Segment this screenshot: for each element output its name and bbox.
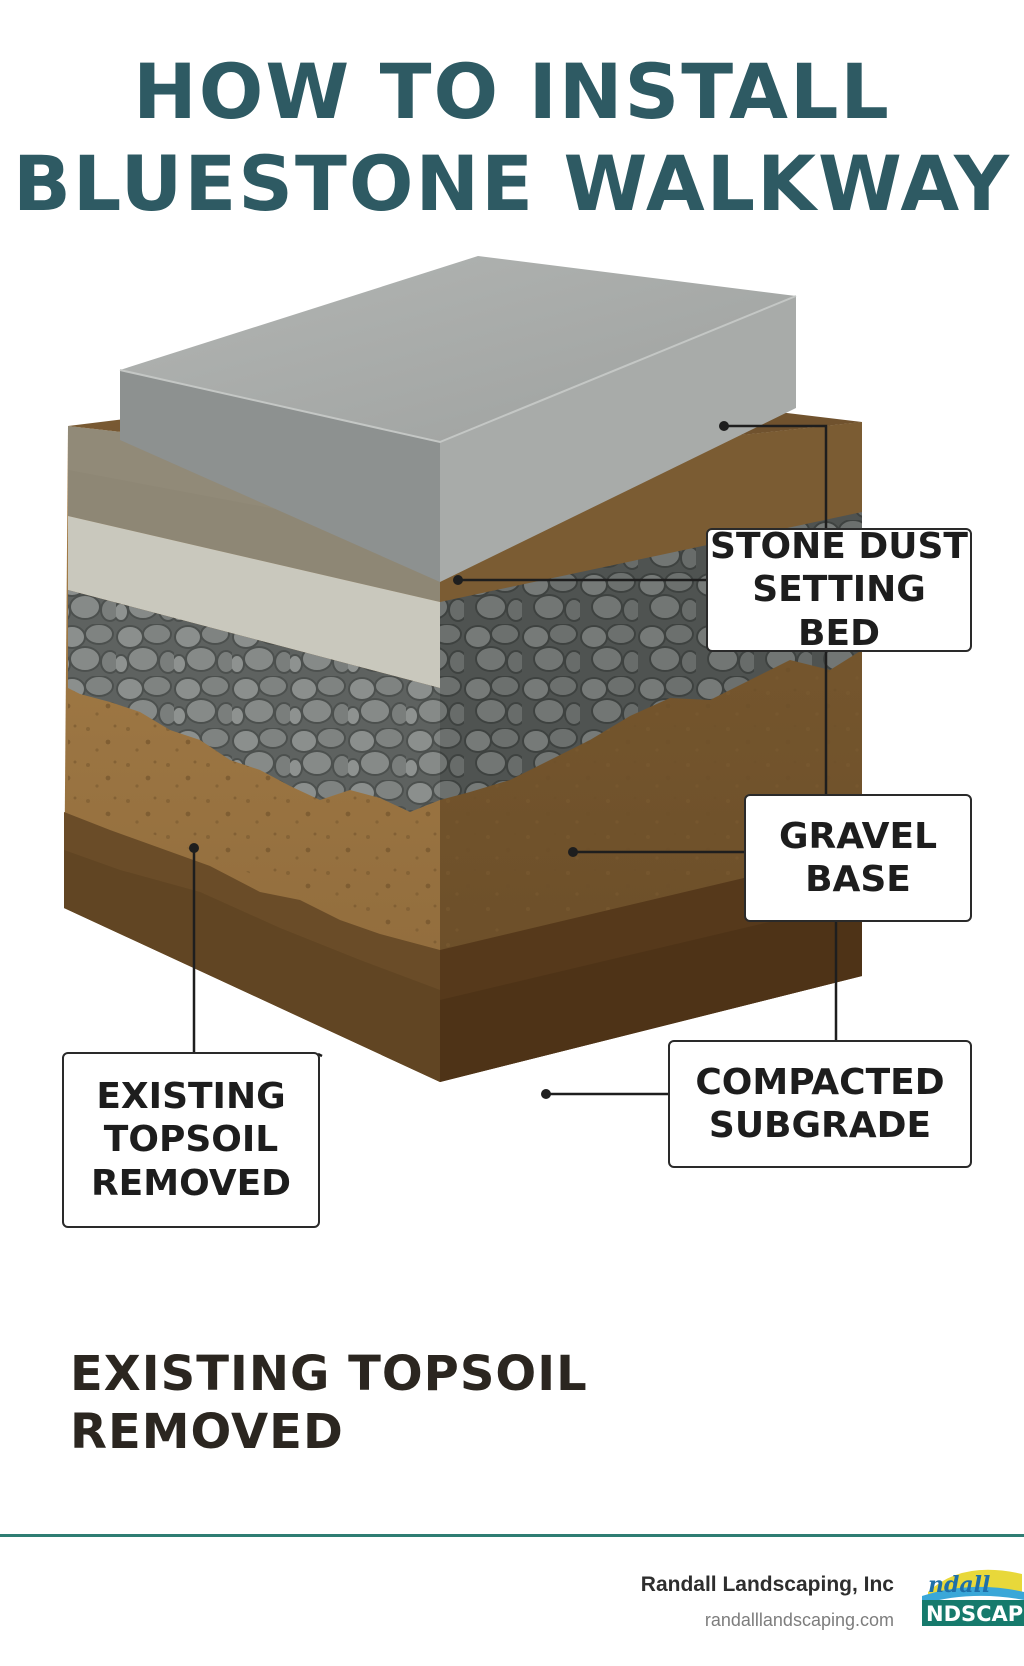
light-aggregate-layer-front xyxy=(68,516,440,688)
label-existing-topsoil-removed: EXISTING TOPSOIL REMOVED xyxy=(62,1052,320,1228)
leader-dot-stone-dust xyxy=(453,575,463,585)
bluestone-slab-front xyxy=(120,370,440,582)
label-topsoil-line-1: EXISTING xyxy=(96,1076,286,1118)
label-subgrade-line-1: COMPACTED xyxy=(695,1061,945,1103)
bottom-caption-line-1: EXISTING TOPSOIL xyxy=(70,1346,588,1402)
label-stone-dust-line-2: SETTING BED xyxy=(752,569,926,654)
gravel-layer-front xyxy=(68,590,440,812)
company-logo: ndall NDSCAP xyxy=(922,1566,1024,1628)
leader-dot-subgrade xyxy=(541,1089,551,1099)
bottom-caption: EXISTING TOPSOIL REMOVED xyxy=(70,1346,588,1461)
label-gravel-line-1: GRAVEL xyxy=(778,815,938,857)
label-topsoil-line-3: REMOVED xyxy=(90,1162,292,1204)
logo-block-text: NDSCAP xyxy=(926,1602,1023,1626)
leader-dot-gravel xyxy=(568,847,578,857)
leader-dot-topsoil xyxy=(189,843,199,853)
bluestone-slab-side xyxy=(440,296,796,582)
logo-script-text: ndall xyxy=(928,1572,990,1598)
label-stone-dust-setting-bed: STONE DUST SETTING BED xyxy=(706,526,972,654)
company-url-link[interactable]: randalllandscaping.com xyxy=(704,1610,894,1630)
leader-line-slab-vertical xyxy=(724,424,828,796)
leader-dot-slab xyxy=(719,421,729,431)
label-subgrade-line-2: SUBGRADE xyxy=(708,1105,932,1146)
bluestone-slab-top xyxy=(120,256,796,442)
label-gravel-base: GRAVEL BASE xyxy=(744,794,972,922)
footer-divider xyxy=(0,1534,1024,1537)
label-compacted-subgrade: COMPACTED SUBGRADE xyxy=(668,1040,972,1168)
page-title-line-1: HOW TO INSTALL xyxy=(133,47,891,136)
label-gravel-line-2: BASE xyxy=(805,859,911,900)
company-name: Randall Landscaping, Inc xyxy=(640,1573,894,1596)
page-title-line-2: BLUESTONE WALKWAY xyxy=(13,139,1011,228)
label-topsoil-line-2: TOPSOIL xyxy=(103,1119,279,1161)
label-stone-dust-line-1: STONE DUST xyxy=(710,526,968,568)
bottom-caption-line-2: REMOVED xyxy=(70,1403,344,1460)
